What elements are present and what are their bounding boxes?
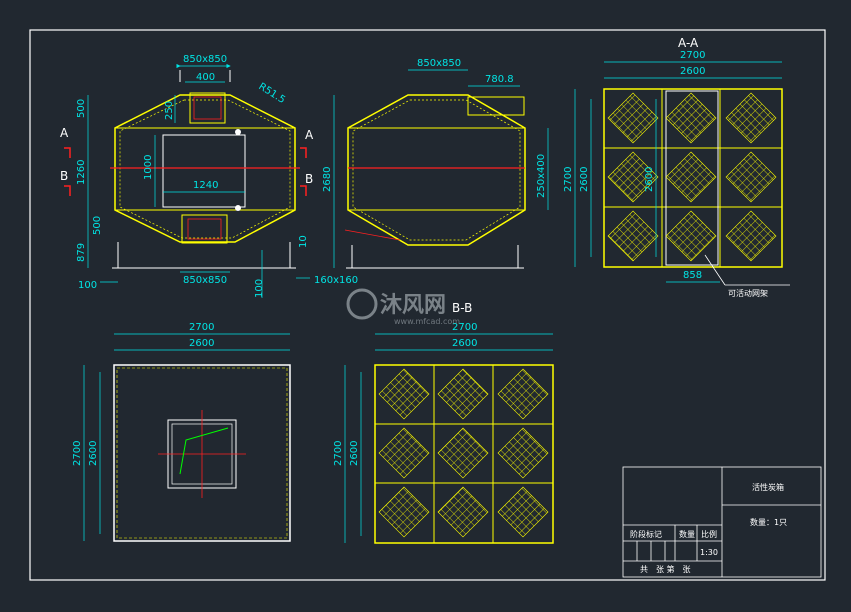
watermark-url: www.mfcad.com xyxy=(394,317,460,326)
section-bb-title: B-B xyxy=(452,301,472,315)
front-dim-4: R51.5 xyxy=(256,81,287,106)
aa-dim-5: 2600 xyxy=(644,167,655,192)
title-block-name: 活性炭箱 xyxy=(752,482,784,492)
front-dim-13: 10 xyxy=(298,235,309,248)
front-dim-11: 850x850 xyxy=(183,275,227,286)
section-aa-view xyxy=(603,88,790,286)
plan-dim-1: 2700 xyxy=(189,322,214,333)
plan-dim-2: 2600 xyxy=(189,338,214,349)
front-dim-10: 879 xyxy=(76,243,87,262)
side-dim-4: 250x400 xyxy=(536,154,547,198)
section-marks: A B A B xyxy=(60,126,314,196)
front-dim-14: 100 xyxy=(254,279,265,298)
front-dim-15: 160x160 xyxy=(314,275,358,286)
front-dim-3: 250 xyxy=(164,101,175,120)
bb-dim-1: 2700 xyxy=(452,322,477,333)
title-block-quantity: 数量：1只 xyxy=(750,517,787,527)
front-dim-6: 1260 xyxy=(76,160,87,185)
front-dimension-texts: 850x850 400 250 R51.5 500 1260 1000 1240… xyxy=(76,54,358,298)
section-aa-dimension-lines xyxy=(574,61,782,283)
aa-dim-2: 2600 xyxy=(680,66,705,77)
aa-dim-6: 858 xyxy=(683,270,702,281)
drawing-frame xyxy=(29,29,826,581)
front-dim-8: 1240 xyxy=(193,180,218,191)
front-dim-7: 1000 xyxy=(143,155,154,180)
title-block-texts: 活性炭箱 数量：1只 阶段标记 数量 比例 1:30 共 张 第 张 xyxy=(630,482,787,574)
section-mark-b-left: B xyxy=(60,169,68,183)
bb-dim-4: 2600 xyxy=(349,441,360,466)
section-bb-dimension-lines xyxy=(344,333,553,543)
front-dim-9: 500 xyxy=(92,216,103,235)
front-dim-12: 100 xyxy=(78,280,97,291)
plan-dimension-lines xyxy=(83,333,290,541)
bb-dim-2: 2600 xyxy=(452,338,477,349)
aa-dim-4: 2600 xyxy=(579,167,590,192)
front-dim-5: 500 xyxy=(76,99,87,118)
watermark-brand: 沐风网 xyxy=(380,293,446,318)
side-dim-3: 2680 xyxy=(322,167,333,192)
aa-dim-1: 2700 xyxy=(680,50,705,61)
plan-dimension-texts: 2700 2600 2700 2600 xyxy=(72,322,214,466)
front-dimension-lines xyxy=(87,63,310,298)
front-dim-2: 400 xyxy=(196,72,215,83)
front-dim-1: 850x850 xyxy=(183,54,227,65)
section-aa-texts: 2700 2600 2700 2600 2600 858 可活动网架 xyxy=(563,50,768,298)
title-block-label-stage: 阶段标记 xyxy=(630,529,662,539)
section-bb-view xyxy=(374,364,554,544)
side-dim-1: 850x850 xyxy=(417,58,461,69)
plan-view xyxy=(113,364,291,542)
aa-note: 可活动网架 xyxy=(728,288,768,298)
section-bb-texts: 2700 2600 2700 2600 xyxy=(333,322,477,466)
title-block-scale: 1:30 xyxy=(700,548,718,557)
section-mark-a-left: A xyxy=(60,126,69,140)
side-dimension-lines xyxy=(333,69,549,268)
section-aa-title: A-A xyxy=(678,36,699,50)
section-mark-b-right: B xyxy=(305,172,313,186)
plan-dim-4: 2600 xyxy=(88,441,99,466)
bb-dim-3: 2700 xyxy=(333,441,344,466)
side-dim-2: 780.8 xyxy=(485,74,514,85)
side-view xyxy=(344,94,526,269)
front-view xyxy=(110,70,300,269)
title-block-label-scale: 比例 xyxy=(701,529,717,539)
title-block-label-qty: 数量 xyxy=(679,529,695,539)
title-block-sheet: 共 张 第 张 xyxy=(640,564,691,574)
section-mark-a-right: A xyxy=(305,128,314,142)
aa-dim-3: 2700 xyxy=(563,167,574,192)
watermark: 沐风网 www.mfcad.com xyxy=(346,288,460,326)
plan-dim-3: 2700 xyxy=(72,441,83,466)
side-dimension-texts: 850x850 780.8 2680 250x400 xyxy=(322,58,547,198)
title-block xyxy=(622,466,822,578)
